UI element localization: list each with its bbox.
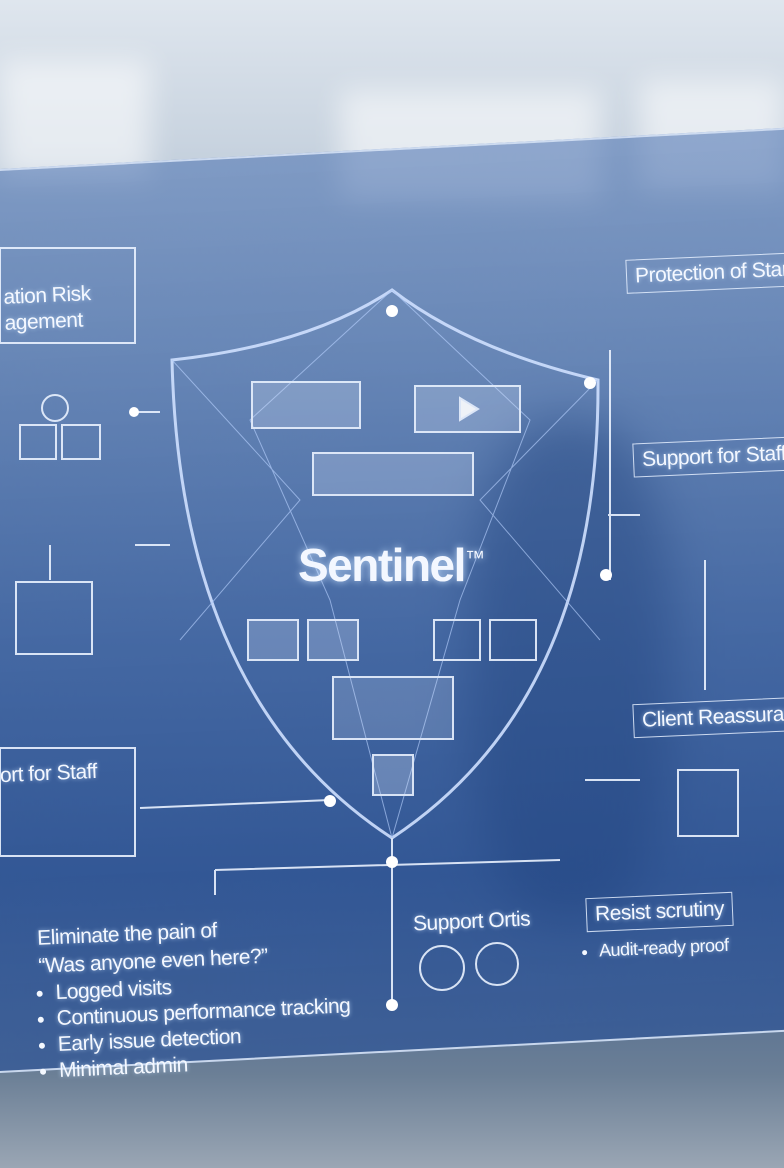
- shield-mesh: [171, 289, 601, 839]
- connector-dot: [324, 795, 336, 807]
- connector-dot: [600, 569, 612, 581]
- calendar-icon: [15, 581, 93, 655]
- box: [0, 747, 136, 857]
- box: [433, 619, 481, 661]
- node-box: [251, 381, 361, 429]
- graph-box: [332, 676, 454, 740]
- connector-dot: [386, 305, 398, 317]
- background-window: [0, 60, 150, 180]
- eliminate-bullets: Logged visits Continuous performance tra…: [39, 967, 353, 1084]
- support-staff-left-label: ort for Staff: [0, 759, 98, 788]
- box: [0, 247, 136, 344]
- support-ortis-label: Support Ortis: [412, 907, 531, 936]
- box: [307, 619, 359, 661]
- gauge-icon: [475, 942, 519, 986]
- box: [489, 619, 537, 661]
- connector-dot: [129, 407, 139, 417]
- eliminate-section: Eliminate the pain of “Was anyone even h…: [37, 911, 354, 1084]
- protection-label: Protection of Stan: [625, 252, 784, 294]
- sentinel-title: Sentinel™: [298, 538, 485, 592]
- risk-management-label: ation Risk agement: [3, 281, 92, 337]
- label-line: agement: [4, 308, 84, 335]
- box: [247, 619, 299, 661]
- resist-scrutiny-label: Resist scrutiny: [585, 891, 734, 933]
- flow-node: [41, 394, 69, 422]
- connector-dot: [386, 856, 398, 868]
- support-staff-right-label: Support for Staff: [632, 436, 784, 478]
- chart-bars: [677, 769, 739, 837]
- chart-box: [312, 452, 474, 496]
- connector-dot: [386, 999, 398, 1011]
- trademark: ™: [464, 547, 485, 570]
- title-text: Sentinel: [298, 539, 466, 591]
- flow-box: [61, 424, 101, 460]
- gauge-icon: [419, 945, 465, 991]
- chat-box: [372, 754, 414, 796]
- connectors: [49, 350, 706, 1005]
- play-icon: [459, 396, 480, 422]
- flow-box: [19, 424, 57, 460]
- connector-dot: [584, 377, 596, 389]
- label-line: ation Risk: [2, 282, 92, 309]
